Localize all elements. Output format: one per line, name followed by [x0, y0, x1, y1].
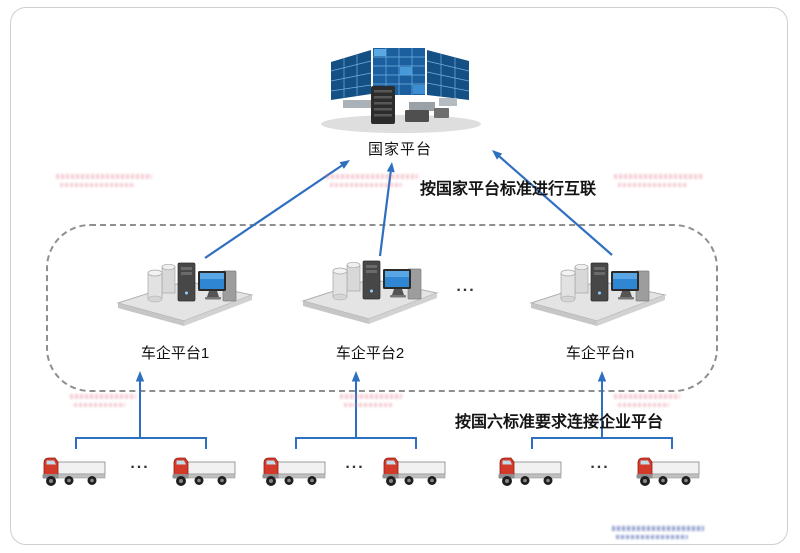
- connect-standard-label: 按国六标准要求连接企业平台: [455, 414, 664, 431]
- watermark: [326, 174, 418, 189]
- enterprise-platform-n-icon: [530, 262, 666, 327]
- watermark: [56, 174, 152, 189]
- arrow-trucks2-head: [351, 371, 361, 382]
- platforms-ellipsis: ...: [456, 278, 476, 295]
- enterprise-platform-2-icon: [302, 260, 438, 325]
- truck-icon-4: [382, 457, 446, 487]
- truck-group-3-ellipsis: ...: [590, 455, 610, 472]
- truck-icon-6: [636, 457, 700, 487]
- watermark: [340, 394, 402, 409]
- watermark: [614, 174, 704, 189]
- arrow-platform2-to-national: [378, 171, 392, 257]
- truck-icon-3: [262, 457, 326, 487]
- arrow-platform1-to-national: [204, 164, 343, 259]
- watermark: [612, 526, 704, 541]
- arrow-trucks3-head: [597, 371, 607, 382]
- interconnect-standard-label: 按国家平台标准进行互联: [420, 181, 597, 198]
- watermark: [614, 394, 680, 409]
- truck-icon-2: [172, 457, 236, 487]
- enterprise-platform-n-label: 车企平台n: [565, 345, 635, 362]
- arrow-platform2-head: [386, 162, 395, 173]
- enterprise-platform-2-label: 车企平台2: [335, 345, 405, 362]
- arrow-platform1-head: [339, 160, 350, 169]
- arrow-platformn-head: [492, 150, 503, 160]
- truck-group-1-connector: [75, 437, 207, 449]
- arrow-platformn-to-national: [498, 155, 613, 256]
- truck-icon-5: [498, 457, 562, 487]
- enterprise-platform-1-icon: [117, 262, 253, 327]
- watermark: [70, 394, 136, 409]
- truck-icon-1: [42, 457, 106, 487]
- national-platform-icon: [321, 48, 481, 133]
- enterprise-platforms-group-box: [46, 224, 718, 392]
- enterprise-platform-1-label: 车企平台1: [140, 345, 210, 362]
- national-platform-label: 国家平台: [367, 141, 433, 158]
- arrow-trucks1-head: [135, 371, 145, 382]
- truck-group-1-ellipsis: ...: [130, 455, 150, 472]
- truck-group-2-ellipsis: ...: [345, 455, 365, 472]
- truck-group-2-connector: [295, 437, 417, 449]
- truck-group-3-connector: [531, 437, 673, 449]
